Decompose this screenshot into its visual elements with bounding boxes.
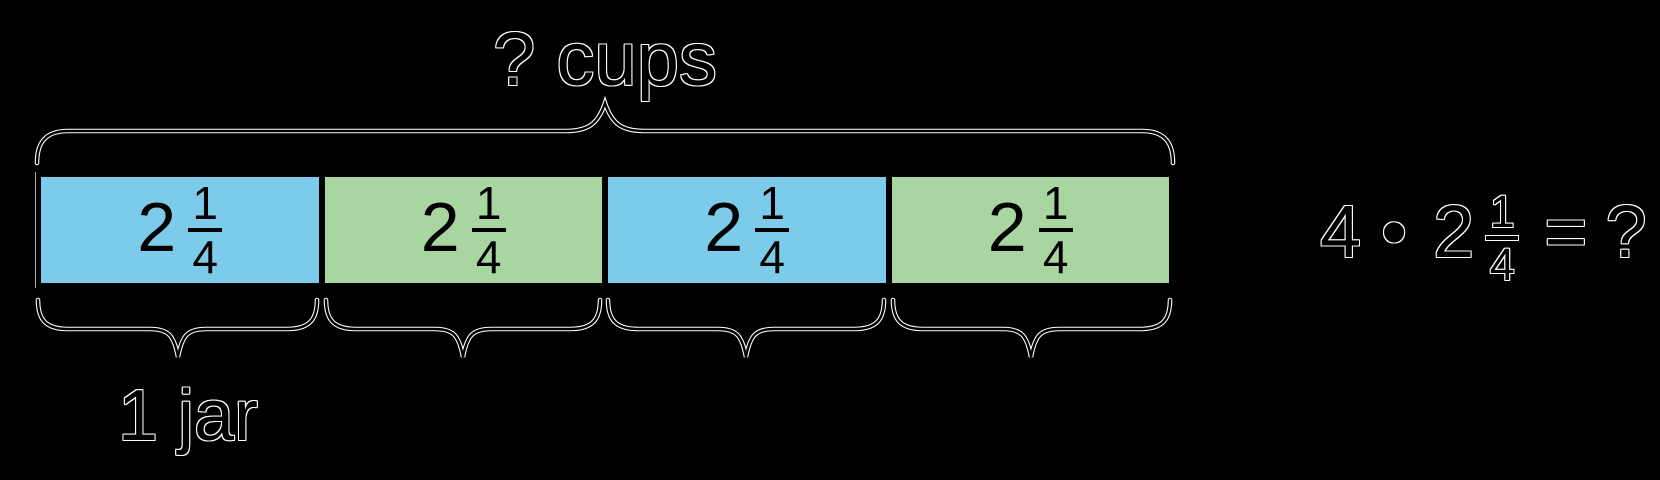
fraction-bar [1038, 228, 1073, 232]
segment-brace-4 [893, 300, 1170, 357]
segment-value-whole: 2 [987, 188, 1027, 266]
segment-value-fraction: 1 4 [471, 177, 506, 283]
fraction-bar [755, 228, 790, 232]
tape-segment-2: 2 1 4 [324, 177, 602, 283]
total-label: ? cups [493, 17, 717, 102]
equation-fraction: 1 4 [1486, 185, 1519, 290]
fraction-bar [471, 228, 506, 232]
segment-brace-1 [38, 300, 317, 357]
segment-value-whole: 2 [704, 188, 744, 266]
segment-value-whole: 2 [420, 188, 460, 266]
question-mark: ? [1605, 190, 1647, 273]
tape-segment-3: 2 1 4 [608, 177, 886, 283]
tape-segment-1: 2 1 4 [41, 177, 319, 283]
fraction-numerator: 1 [759, 177, 786, 229]
fraction-denominator: 4 [1042, 231, 1069, 283]
equation-multiplier: 4 [1320, 190, 1362, 273]
unit-label: 1 jar [117, 376, 259, 456]
fraction-denominator: 4 [475, 231, 502, 283]
top-brace [37, 103, 1173, 163]
multiplication-dot-icon: • [1381, 190, 1408, 273]
segment-value-fraction: 1 4 [755, 177, 790, 283]
equation-mixed-whole: 2 [1433, 190, 1475, 273]
segment-brace-2 [326, 300, 600, 357]
tape: 2 1 4 2 1 4 2 1 4 2 [36, 172, 1174, 288]
fraction-numerator: 1 [475, 177, 502, 229]
fraction-denominator: 4 [1489, 238, 1515, 290]
fraction-denominator: 4 [192, 231, 219, 283]
fraction-denominator: 4 [759, 231, 786, 283]
fraction-numerator: 1 [1042, 177, 1069, 229]
segment-value-fraction: 1 4 [1038, 177, 1073, 283]
tape-segment-4: 2 1 4 [891, 177, 1169, 283]
segment-value-fraction: 1 4 [188, 177, 223, 283]
fraction-bar [188, 228, 223, 232]
equation: 4 • 2 1 4 = ? [1320, 166, 1647, 298]
fraction-bar [1486, 235, 1519, 240]
fraction-numerator: 1 [1489, 185, 1515, 237]
segment-value-whole: 2 [137, 188, 177, 266]
fraction-numerator: 1 [192, 177, 219, 229]
segment-brace-3 [608, 300, 884, 357]
equals-sign: = [1544, 190, 1588, 273]
